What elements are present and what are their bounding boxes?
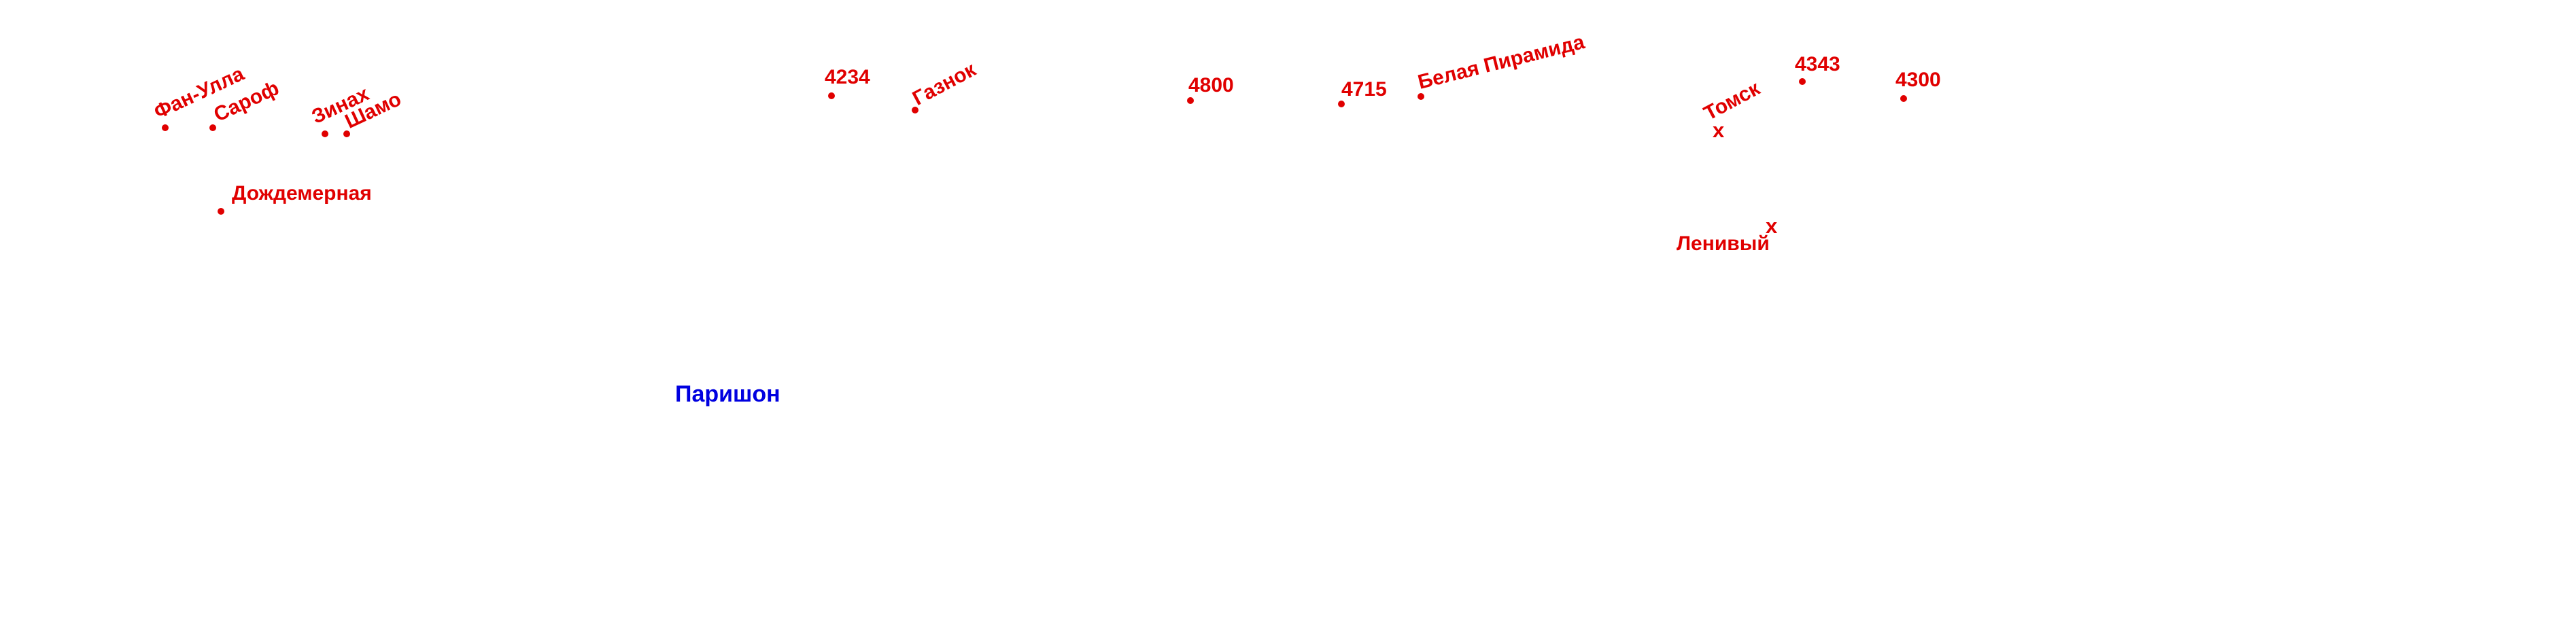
place-dot [1187,97,1194,104]
place-label: Белая Пирамида [1415,31,1587,94]
place-dot [1338,101,1345,107]
region-label-parishon: Паришон [675,381,780,407]
place-label: 4715 [1341,78,1387,101]
place-dot [828,92,835,99]
place-dot [209,124,216,131]
place-dot [1418,93,1424,100]
place-dot [1900,95,1907,102]
place-dot [343,130,350,137]
place-label: Ленивый [1677,232,1770,255]
place-dot [1799,78,1806,85]
place-label: 4300 [1895,69,1941,91]
place-label: Томск [1700,77,1764,125]
place-dot [162,124,169,131]
place-label: Дождемерная [232,182,372,205]
place-label: 4343 [1795,53,1840,75]
place-dot [912,107,918,113]
place-label: 4234 [825,66,870,88]
place-label: 4800 [1188,74,1234,96]
place-x-marker: x [1713,118,1725,142]
place-x-marker: x [1766,214,1778,238]
place-label: Газнок [908,58,980,110]
place-dot [218,208,224,215]
place-dot [322,130,328,137]
